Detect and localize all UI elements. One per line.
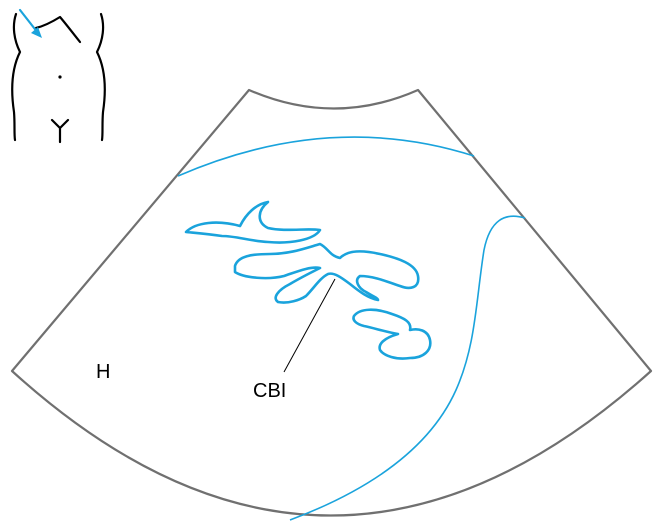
boundary-curve	[290, 216, 525, 520]
liver-surface-curve	[178, 137, 474, 176]
bile-duct-upper	[186, 202, 320, 243]
torso-left-contour	[12, 14, 20, 140]
torso-outline-icon	[12, 14, 105, 142]
groin-y	[52, 120, 68, 142]
rib-margin-v	[36, 17, 80, 42]
arrow-down-right-icon	[20, 10, 42, 38]
label-cbi: CBI	[253, 380, 286, 402]
label-h: H	[96, 361, 110, 383]
torso-right-contour	[97, 14, 105, 140]
bile-duct-lower	[353, 310, 430, 359]
sector-outline	[12, 90, 651, 516]
umbilicus-dot	[58, 75, 61, 78]
